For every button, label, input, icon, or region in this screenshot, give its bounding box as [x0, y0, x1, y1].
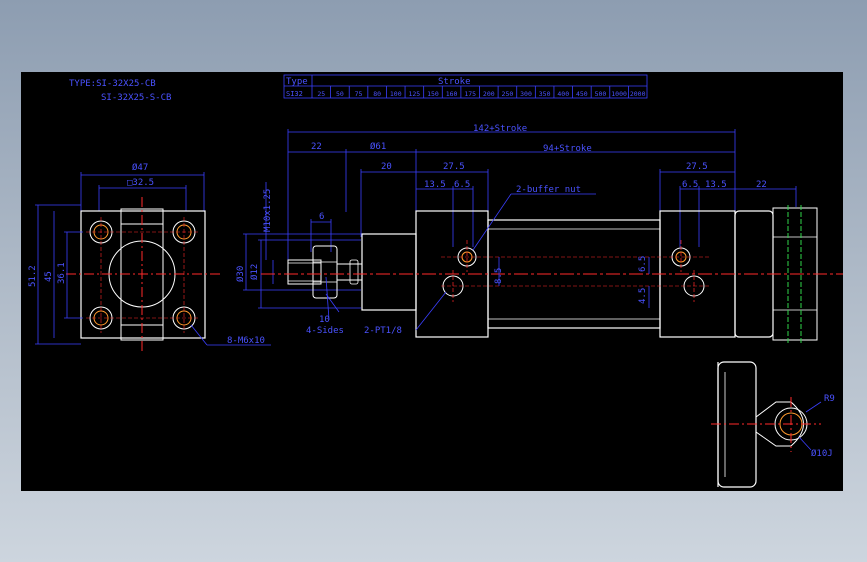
dim-4-5: 4.5 — [638, 288, 648, 304]
callout-4-sides: 4-Sides — [306, 326, 344, 336]
dim-10: 10 — [319, 315, 330, 325]
stroke-cell: 175 — [464, 90, 476, 98]
table-model: SI32 — [286, 90, 303, 98]
stroke-cells: 25 50 75 80 100 125 150 160 175 200 250 300 350 400 45… — [317, 86, 646, 98]
stroke-cell: 2000 — [630, 90, 646, 98]
stroke-cell: 100 — [390, 90, 402, 98]
dim-6-5-left: 6.5 — [454, 180, 470, 190]
detail-view — [711, 361, 822, 488]
stroke-cell: 450 — [576, 90, 588, 98]
dim-27-5-left: 27.5 — [443, 162, 465, 172]
stroke-cell: 250 — [502, 90, 514, 98]
callout-bolts: 8-M6x10 — [227, 336, 265, 346]
dim-8-5: 8.5 — [494, 268, 504, 284]
dim-22-left: 22 — [311, 142, 322, 152]
dim-phi47: Ø47 — [132, 162, 148, 173]
dim-phi10: Ø10J — [811, 448, 833, 459]
dim-45: 45 — [44, 271, 54, 282]
dim-20: 20 — [381, 162, 392, 172]
cylinder-drawing: TYPE:SI-32X25-CB SI-32X25-S-CB Type Stro… — [28, 74, 843, 488]
dim-phi30: Ø30 — [235, 266, 246, 282]
dim-32-5: □32.5 — [127, 178, 154, 188]
stroke-cell: 150 — [427, 90, 439, 98]
dim-51-2: 51.2 — [28, 265, 38, 287]
callout-buffer-nut: 2-buffer nut — [516, 185, 581, 195]
dim-36-1: 36.1 — [57, 262, 67, 284]
table-header-type: Type — [286, 77, 308, 87]
stroke-cell: 80 — [373, 90, 381, 98]
dim-overall: 142+Stroke — [473, 124, 527, 134]
side-view — [243, 129, 843, 343]
stroke-cell: 200 — [483, 90, 495, 98]
dim-13-5-left: 13.5 — [424, 180, 446, 190]
type-label-1: TYPE:SI-32X25-CB — [69, 79, 156, 89]
dim-phi61: Ø61 — [370, 141, 386, 152]
stroke-cell: 500 — [595, 90, 607, 98]
stroke-table — [283, 74, 648, 99]
stroke-cell: 125 — [408, 90, 420, 98]
stroke-cell: 350 — [539, 90, 551, 98]
stroke-cell: 1000 — [611, 90, 627, 98]
dim-27-5-right: 27.5 — [686, 162, 708, 172]
dim-phi12: Ø12 — [249, 264, 260, 280]
stroke-cell: 400 — [557, 90, 569, 98]
dim-13-5-right: 13.5 — [705, 180, 727, 190]
type-label-2: SI-32X25-S-CB — [101, 93, 171, 103]
dim-r9: R9 — [824, 394, 835, 404]
callout-ports: 2-PT1/8 — [364, 326, 402, 336]
dim-body: 94+Stroke — [543, 144, 592, 154]
dim-6: 6 — [319, 212, 324, 222]
stroke-cell: 300 — [520, 90, 532, 98]
dim-thread: M10x1.25 — [263, 189, 273, 232]
stroke-cell: 25 — [317, 90, 325, 98]
cad-viewport[interactable]: TYPE:SI-32X25-CB SI-32X25-S-CB Type Stro… — [21, 72, 843, 491]
stroke-cell: 50 — [336, 90, 344, 98]
dim-6-5v: 6.5 — [638, 256, 648, 272]
end-view — [35, 172, 271, 352]
dim-22-right: 22 — [756, 180, 767, 190]
stroke-cell: 160 — [446, 90, 458, 98]
dim-6-5-right: 6.5 — [682, 180, 698, 190]
stroke-cell: 75 — [355, 90, 363, 98]
table-header-stroke: Stroke — [438, 77, 471, 87]
